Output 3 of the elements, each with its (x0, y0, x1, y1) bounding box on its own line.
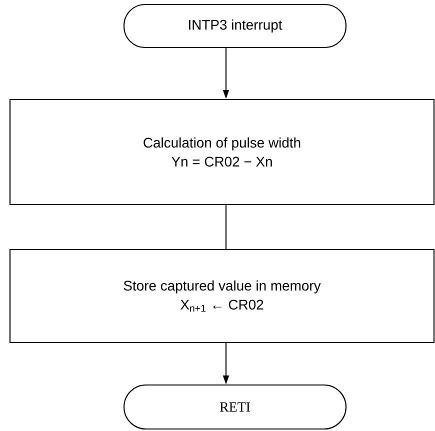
process-box: Calculation of pulse width Yn = CR02 − Xn (9, 98, 435, 206)
process-box: Store captured value in memory X$_{n+1}$ ← CR02 (9, 248, 435, 344)
connector-line (225, 205, 227, 249)
